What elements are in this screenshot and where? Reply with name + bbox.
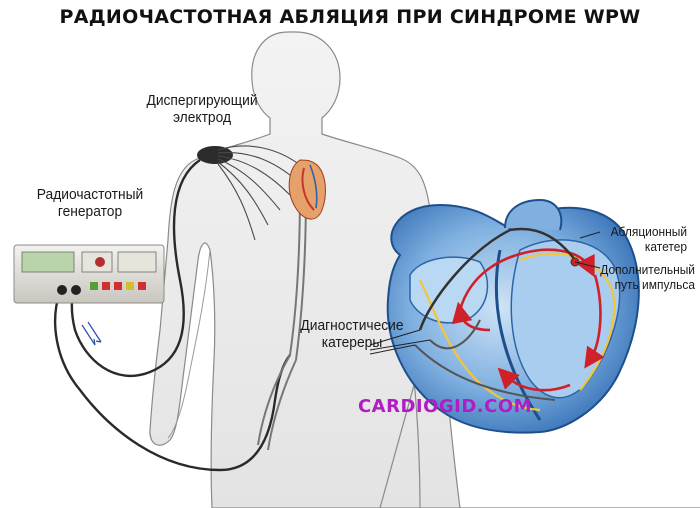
page-title: РАДИОЧАСТОТНАЯ АБЛЯЦИЯ ПРИ СИНДРОМЕ WPW: [59, 6, 641, 28]
label-ablation-catheter: Абляционный катетер: [575, 224, 687, 254]
label-line-2: путь импульса: [614, 277, 695, 292]
electrode-fan-wires: [217, 145, 301, 241]
label-line-1: Радиочастотный: [36, 186, 144, 203]
electrode-cable: [70, 159, 201, 378]
label-line-2: электрод: [172, 109, 232, 126]
label-line-2: генератор: [57, 203, 123, 220]
leader-lines: [369, 231, 601, 355]
chest-heart: [288, 159, 326, 220]
label-diagnostic-catheters: Диагностичесие катереры: [288, 317, 417, 351]
catheter-cable: [54, 291, 291, 472]
label-line-2: катереры: [321, 334, 383, 351]
label-line-1: Абляционный: [610, 224, 687, 239]
dispersive-electrode-pad: [197, 146, 233, 164]
flow-arrows: [81, 321, 102, 346]
label-line-1: Диспергирующий: [146, 92, 258, 109]
label-accessory-pathway: Дополнительный путь импульса: [575, 262, 695, 292]
label-line-1: Диагностичесие: [300, 317, 404, 334]
label-line-2: катетер: [644, 239, 687, 254]
watermark: CARDIOGID.COM: [357, 396, 533, 417]
label-line-1: Дополнительный: [600, 262, 695, 277]
label-rf-generator: Радиочастотный генератор: [16, 186, 163, 220]
rf-generator-device: [13, 244, 165, 304]
label-dispersive-electrode: Диспергирующий электрод: [119, 92, 285, 126]
